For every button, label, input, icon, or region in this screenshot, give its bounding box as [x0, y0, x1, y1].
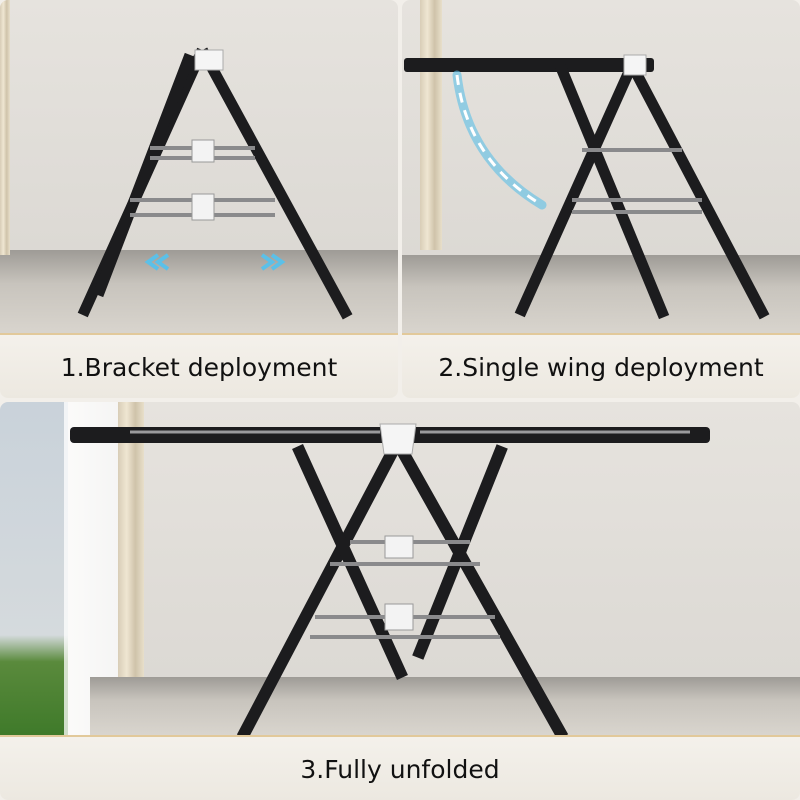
curtain — [0, 0, 10, 255]
arrows-outward-icon — [144, 253, 286, 271]
floor — [90, 677, 800, 735]
folded-rack-illustration — [77, 47, 353, 320]
caption: 1.Bracket deployment — [0, 333, 398, 398]
panel-bracket-deployment: 1.Bracket deployment — [0, 0, 398, 398]
caption: 2.Single wing deployment — [402, 333, 800, 398]
single-wing-rack-illustration — [404, 54, 770, 320]
unfolded-rack-illustration — [70, 423, 710, 737]
panel-fully-unfolded: 3.Fully unfolded — [0, 402, 800, 800]
panel-single-wing-deployment: 2.Single wing deployment — [402, 0, 800, 398]
caption: 3.Fully unfolded — [0, 735, 800, 800]
curtain — [118, 402, 144, 692]
window-view — [0, 402, 68, 735]
curved-arrow-icon — [452, 70, 547, 210]
